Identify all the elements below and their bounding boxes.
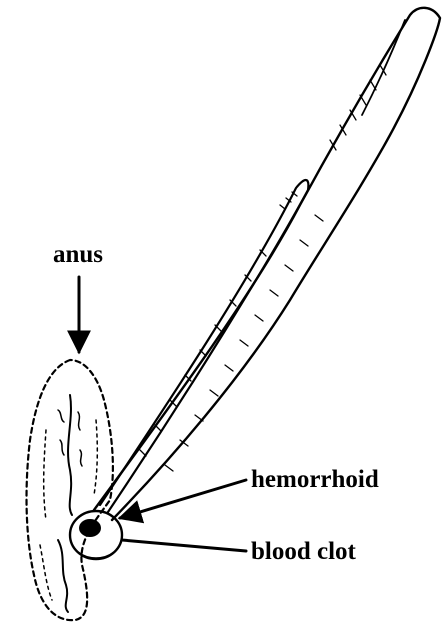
forceps bbox=[94, 8, 440, 520]
arrow-hemorrhoid bbox=[120, 480, 246, 518]
anus-outline bbox=[27, 360, 113, 620]
arrow-blood-clot bbox=[122, 540, 246, 551]
label-anus: anus bbox=[53, 241, 103, 268]
label-hemorrhoid: hemorrhoid bbox=[251, 466, 379, 493]
label-blood-clot: blood clot bbox=[251, 538, 357, 565]
